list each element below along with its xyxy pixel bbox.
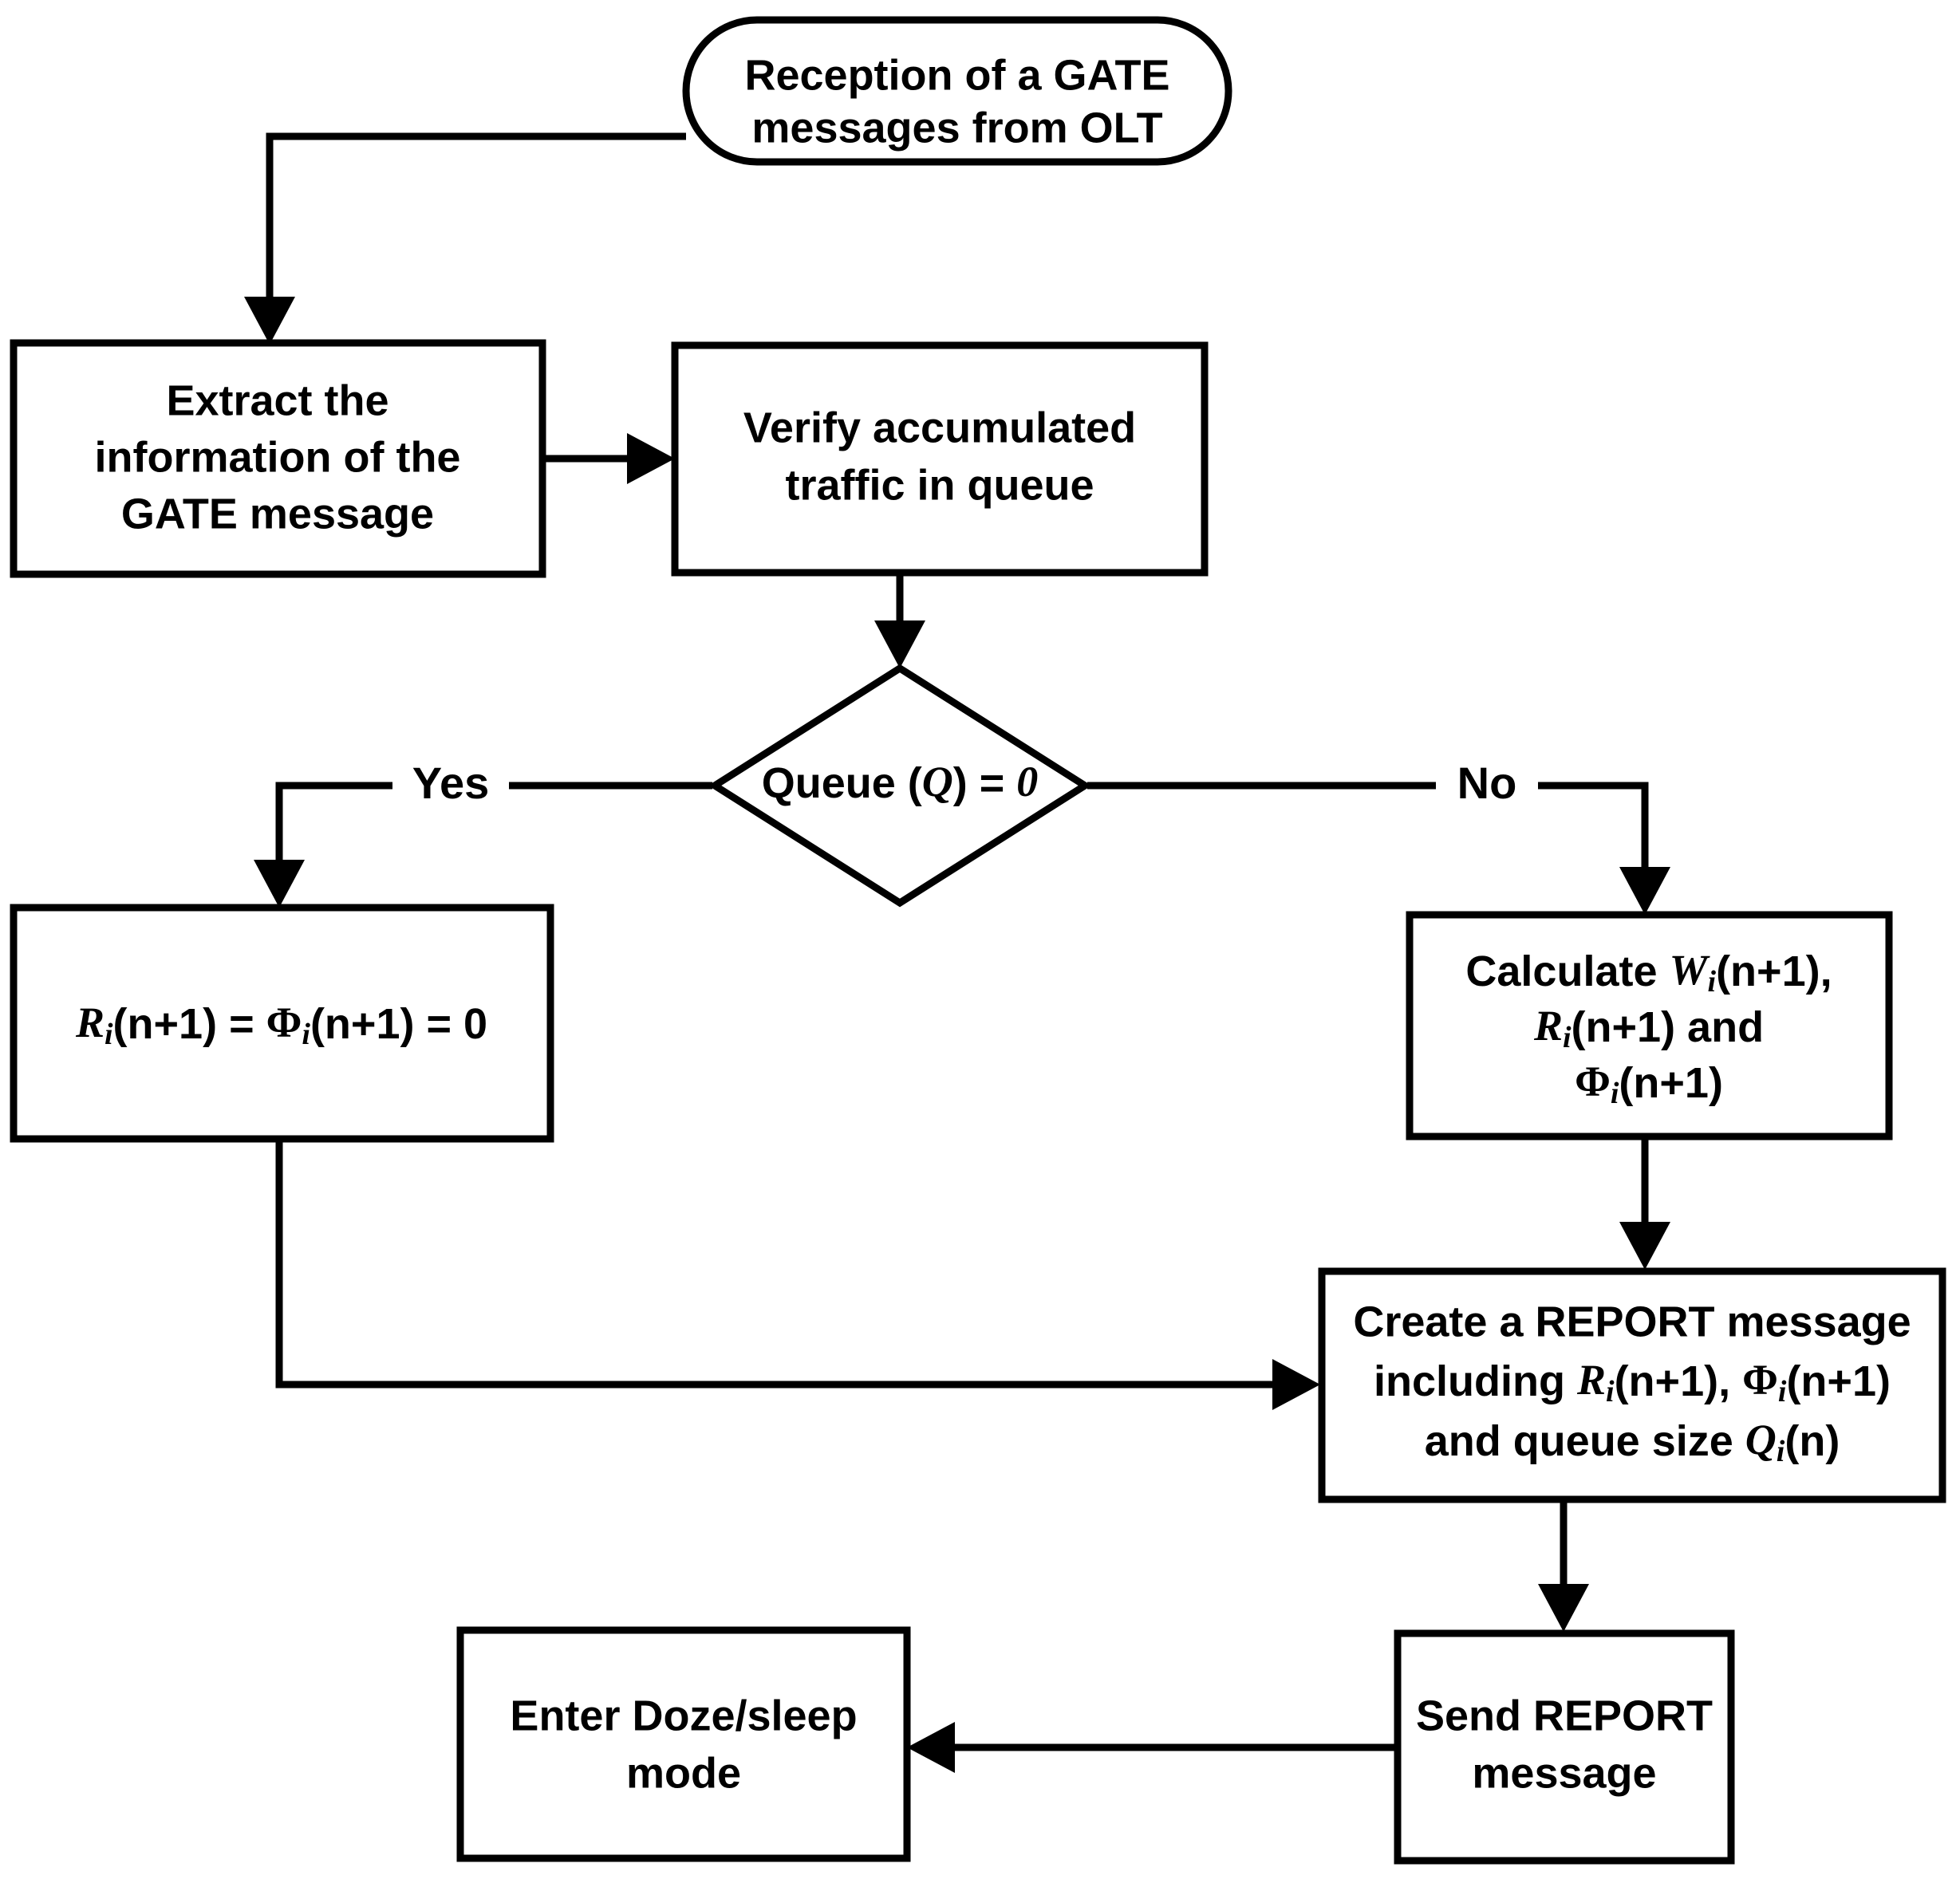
zero-phi-subscript: i (302, 1018, 310, 1051)
decision-mid: ) = (953, 759, 1017, 807)
decision-variable-Q: Q (922, 758, 953, 806)
edge-extract-to-verify (542, 433, 675, 484)
zero-assignment-node-label: Ri(n+1) = Φi(n+1) = 0 (75, 999, 487, 1050)
extract-node[interactable]: Extract the information of the GATE mess… (10, 339, 546, 578)
reception-node-line2: messages from OLT (751, 104, 1162, 152)
edge-start-to-extract (244, 132, 686, 345)
calculate-W-symbol: W (1670, 946, 1711, 994)
calculate-prefix: Calculate (1465, 947, 1669, 995)
calculate-after-phi: (n+1) (1619, 1059, 1723, 1107)
no-branch-label-text: No (1457, 758, 1517, 808)
report-l2-phi-symbol: Φ (1742, 1356, 1778, 1404)
edge-calculate-to-create-report (1619, 1136, 1670, 1270)
edge-decision-to-zero-yes (254, 782, 712, 908)
verify-node[interactable]: Verify accumulated traffic in queue (671, 341, 1209, 577)
zero-R-subscript: i (105, 1018, 113, 1051)
extract-node-line1: Extract the (166, 376, 388, 424)
edge-decision-to-calculate-no (1087, 782, 1670, 915)
calculate-W-subscript: i (1708, 965, 1717, 999)
zero-R-symbol: R (75, 999, 105, 1046)
report-l2-prefix: including (1374, 1357, 1577, 1405)
zero-phi-symbol: Φ (266, 999, 302, 1046)
verify-node-line2: traffic in queue (785, 461, 1094, 509)
report-l2-R-subscript: i (1606, 1375, 1615, 1408)
report-l3-end: (n) (1785, 1417, 1840, 1465)
yes-branch-label-text: Yes (412, 758, 490, 808)
no-branch-label: No (1436, 754, 1538, 814)
send-report-node-line2: message (1472, 1749, 1656, 1797)
calculate-node-line1: Calculate Wi(n+1), (1465, 946, 1832, 998)
doze-sleep-node[interactable]: Enter Doze/sleep mode (456, 1626, 911, 1862)
calculate-phi-subscript: i (1611, 1077, 1619, 1110)
extract-node-line2: information of the (95, 433, 461, 481)
report-l2-R-symbol: R (1576, 1356, 1606, 1404)
verify-node-line1: Verify accumulated (743, 404, 1136, 451)
calculate-node-line3: Φi(n+1) (1575, 1058, 1723, 1109)
create-report-node-line1: Create a REPORT message (1353, 1298, 1911, 1345)
zero-mid-2: (n+1) = 0 (310, 1000, 487, 1048)
doze-sleep-node-line1: Enter Doze/sleep (510, 1692, 857, 1739)
report-l3-Q-subscript: i (1777, 1435, 1785, 1468)
send-report-node-line1: Send REPORT (1416, 1692, 1713, 1739)
create-report-node-line3: and queue size Qi(n) (1425, 1416, 1840, 1467)
calculate-node[interactable]: Calculate Wi(n+1), Ri(n+1) and Φi(n+1) (1406, 911, 1893, 1140)
create-report-node[interactable]: Create a REPORT message including Ri(n+1… (1318, 1267, 1946, 1503)
calculate-after-R: (n+1) and (1572, 1003, 1765, 1051)
calculate-R-symbol: R (1533, 1002, 1563, 1050)
edge-verify-to-decision (874, 573, 925, 668)
report-l2-end: (n+1) (1786, 1357, 1891, 1405)
queue-decision-node[interactable]: Queue (Q) = 0 (708, 664, 1092, 908)
yes-branch-label: Yes (392, 754, 509, 814)
zero-mid-1: (n+1) = (113, 1000, 266, 1048)
queue-decision-node-label: Queue (Q) = 0 (762, 758, 1039, 807)
send-report-node[interactable]: Send REPORT message (1394, 1629, 1735, 1865)
reception-node[interactable]: Reception of a GATE messages from OLT (682, 16, 1232, 166)
extract-node-line3: GATE message (121, 490, 434, 538)
report-l2-mid: (n+1), (1615, 1357, 1743, 1405)
calculate-R-subscript: i (1563, 1021, 1572, 1054)
report-l3-prefix: and queue size (1425, 1417, 1745, 1465)
edge-create-report-to-send-report (1538, 1499, 1589, 1632)
reception-node-line1: Reception of a GATE (744, 51, 1169, 99)
edge-zero-to-create-report (275, 1139, 1320, 1410)
decision-prefix: Queue ( (762, 759, 922, 807)
report-l3-Q-symbol: Q (1745, 1416, 1777, 1463)
zero-assignment-node[interactable]: Ri(n+1) = Φi(n+1) = 0 (10, 904, 554, 1143)
calculate-after-W: (n+1), (1716, 947, 1832, 995)
create-report-node-line2: including Ri(n+1), Φi(n+1) (1374, 1356, 1891, 1408)
calculate-phi-symbol: Φ (1575, 1058, 1611, 1105)
report-l2-phi-subscript: i (1778, 1375, 1787, 1408)
edge-send-report-to-doze (907, 1722, 1396, 1773)
doze-sleep-node-line2: mode (626, 1749, 741, 1797)
calculate-node-line2: Ri(n+1) and (1533, 1002, 1764, 1054)
decision-value-zero: 0 (1016, 758, 1038, 806)
